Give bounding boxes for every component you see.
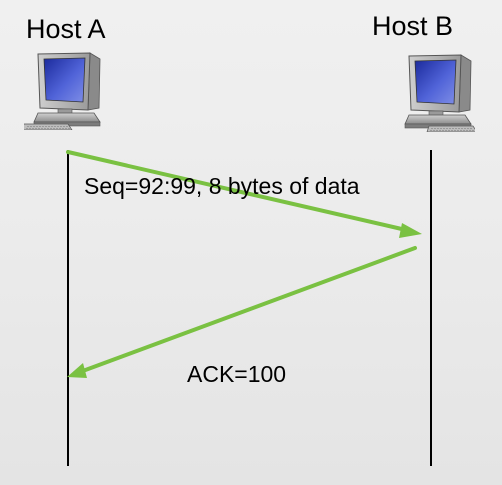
host-b-computer-icon <box>404 54 475 132</box>
host-b-label: Host B <box>372 11 453 41</box>
ack-segment-arrow <box>67 246 417 378</box>
ack-segment-label: ACK=100 <box>187 361 286 387</box>
host-a-computer-icon <box>24 52 101 130</box>
seq-segment-label: Seq=92:99, 8 bytes of data <box>84 173 360 199</box>
host-a-label: Host A <box>26 14 106 44</box>
seq-segment-arrow <box>66 150 422 238</box>
